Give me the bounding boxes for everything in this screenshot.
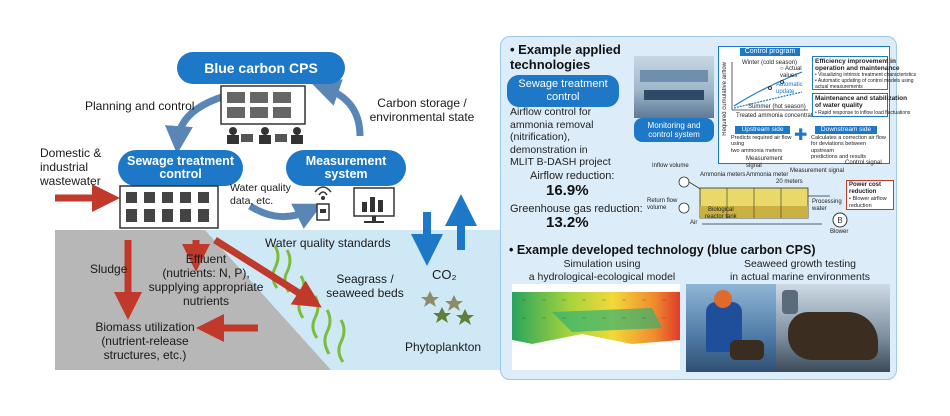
- domestic-wastewater-label: Domestic & industrial wastewater: [40, 146, 102, 188]
- seaweed-test-photo-1: [686, 284, 776, 372]
- monitoring-room-photo: [634, 56, 714, 118]
- air-label: Air: [690, 220, 698, 226]
- ghg-reduction-label: Greenhouse gas reduction:: [510, 203, 643, 215]
- upstream-desc: Predicts required air flow using two amm…: [731, 135, 792, 154]
- people-at-computers-icon: [220, 85, 306, 144]
- downstream-desc: Calculates a correction air flow for dev…: [811, 135, 886, 160]
- measurement-signal-label: Measurement signal: [746, 156, 783, 169]
- ghg-reduction-value: 13.2%: [546, 214, 589, 231]
- simulation-caption: Simulation using a hydrological-ecologic…: [528, 258, 676, 283]
- control-signal-label: Control signal: [845, 160, 882, 166]
- required-airflow-axis: Required cumulative airflow: [722, 62, 728, 136]
- water-quality-data-label: Water quality data, etc.: [230, 182, 291, 207]
- treated-ammonia-axis: Treated ammonia concentration: [736, 113, 821, 119]
- twenty-meters-label: 20 meters: [776, 179, 803, 185]
- svg-text:B: B: [837, 216, 842, 225]
- planning-label: Planning and control: [85, 99, 195, 113]
- building-icon: [119, 185, 219, 229]
- co2-label: CO₂: [432, 267, 457, 282]
- power-cost-box: [846, 180, 894, 210]
- control-program-title: Control program: [740, 48, 800, 56]
- efficiency-title: Efficiency improvement in operation and …: [815, 58, 900, 72]
- water-quality-standards-label: Water quality standards: [265, 236, 391, 250]
- simulation-heatmap: [512, 284, 680, 370]
- phytoplankton-label: Phytoplankton: [405, 340, 482, 354]
- reactor-schematic: [678, 176, 830, 225]
- airflow-reduction-value: 16.9%: [546, 182, 589, 199]
- seagrass-icon: [271, 245, 346, 363]
- sewage-control-chip: Sewage treatment control: [507, 75, 619, 107]
- efficiency-items: • Visualizing intrinsic treatment charac…: [815, 72, 917, 90]
- bio-tank-label: Biological reactor tank: [705, 207, 737, 220]
- processing-water-label: Processing water: [812, 199, 842, 212]
- applied-technologies-heading: • Example applied technologies: [510, 42, 621, 72]
- downstream-label: Downstream side: [815, 126, 877, 134]
- seaweed-test-photo-2: [776, 284, 890, 372]
- biomass-label: Biomass utilization (nutrient-release st…: [95, 320, 195, 362]
- developed-technology-heading: • Example developed technology (blue car…: [509, 243, 816, 257]
- actual-values-label: ○ Actual values: [780, 66, 802, 79]
- winter-label: Winter (cold season): [742, 60, 798, 66]
- sensor-icon: [314, 186, 332, 221]
- maintenance-title: Maintenance and stabilization of water q…: [815, 95, 908, 109]
- inflow-volume-label: Inflow volume: [652, 163, 689, 169]
- airflow-curve-chart: [731, 62, 808, 111]
- blue-carbon-cps-title: Blue carbon CPS: [177, 52, 345, 84]
- measurement-system-pill: Measurement system: [286, 150, 406, 186]
- monitor-chart-icon: [353, 187, 395, 223]
- plus-icon: ✚: [794, 127, 808, 144]
- sewage-control-pill: Sewage treatment control: [118, 150, 243, 186]
- summer-label: Summer (hot season): [748, 104, 806, 110]
- ammonia-meters-label: Ammonia meters: [700, 172, 746, 178]
- auto-update-label: Automatic update: [776, 82, 803, 95]
- seagrass-label: Seagrass / seaweed beds: [326, 272, 404, 300]
- airflow-reduction-label: Airflow reduction:: [530, 170, 615, 182]
- upstream-label: Upstream side: [735, 126, 790, 134]
- monitoring-control-chip: Monitoring and control system: [634, 118, 714, 142]
- return-flow-label: Return flow volume: [647, 198, 678, 211]
- efficiency-box: [812, 56, 888, 90]
- airflow-description: Airflow control for ammonia removal (nit…: [510, 106, 611, 168]
- effluent-label: Effluent (nutrients: N, P), supplying ap…: [148, 252, 264, 308]
- ammonia-meter-label: Ammonia meter: [746, 172, 789, 178]
- blower-icon: B: [832, 212, 848, 228]
- maintenance-items: • Rapid response to inflow load fluctuat…: [815, 110, 911, 116]
- carbon-storage-label: Carbon storage / environmental state: [369, 96, 475, 124]
- blower-label: Blower: [830, 229, 849, 235]
- maintenance-box: [812, 93, 888, 117]
- measurement-signal2-label: Measurement signal: [790, 168, 845, 174]
- sludge-label: Sludge: [90, 262, 128, 276]
- phytoplankton-icon: [421, 291, 474, 325]
- power-cost-item: • Blower airflow reduction: [849, 196, 887, 209]
- seaweed-caption: Seaweed growth testing in actual marine …: [729, 258, 871, 283]
- power-cost-title: Power cost reduction: [849, 182, 882, 195]
